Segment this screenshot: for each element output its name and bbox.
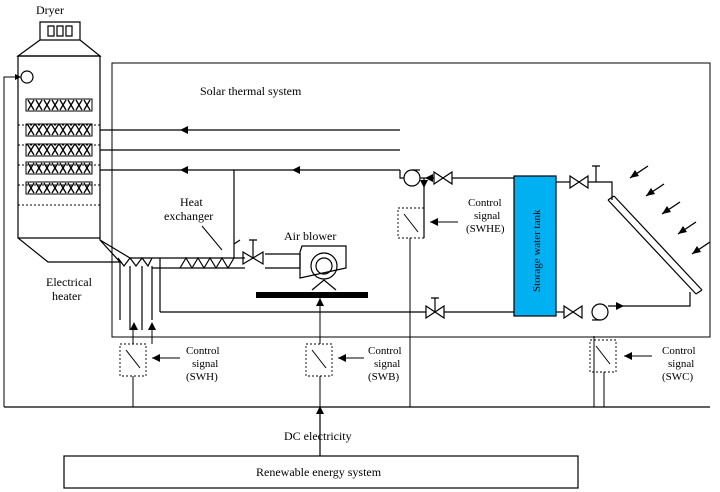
heat-exchanger-valve [242,239,264,266]
sun-ray-arrowhead [692,246,701,254]
svg-text:(SWB): (SWB) [368,371,400,383]
solar-collector [607,165,711,295]
heat-exchanger [179,239,241,270]
svg-text:signal: signal [474,210,500,222]
solar-system-boundary [111,62,711,338]
heat-exchanger-label-2: exchanger [164,209,213,223]
sun-ray-arrowhead [678,226,687,234]
electrical-heater-label-1: Electrical [46,275,93,289]
dc-electricity-label: DC electricity [284,429,352,443]
svg-text:signal: signal [374,358,400,370]
storage-tank-label: Storage water tank [531,209,543,292]
dryer: Dryer [16,3,122,263]
solar-system-label: Solar thermal system [200,84,302,98]
dryer-tray [25,98,93,112]
svg-text:Control: Control [368,345,402,357]
swh-signal-label: Control signal (SWH) [186,345,220,383]
svg-text:Control: Control [468,197,502,209]
dryer-trays [25,98,93,195]
electrical-heater-label-2: heater [52,289,81,303]
renewable-energy-label: Renewable energy system [256,465,382,479]
hot-water-pump [403,169,421,187]
storage-water-tank: Storage water tank [513,175,557,317]
swc-signal-label: Control signal (SWC) [662,345,696,383]
svg-text:Control: Control [186,345,220,357]
air-blower [256,245,368,298]
tank-inlet-valve [425,170,453,186]
svg-text:signal: signal [668,358,694,370]
swhe-signal-label: Control signal (SWHE) [466,197,505,235]
dryer-tray [25,143,93,157]
dryer-tray [25,123,93,137]
dryer-label: Dryer [36,3,64,17]
collector-inlet-valve [569,174,589,190]
svg-text:(SWHE): (SWHE) [466,223,505,235]
return-valve [425,297,445,320]
sun-ray-arrowhead [630,170,639,178]
svg-text:Control: Control [662,345,696,357]
renewable-energy-box [63,455,579,489]
dryer-tray [25,161,93,175]
svg-text:signal: signal [192,358,218,370]
air-blower-label: Air blower [284,229,336,243]
svg-text:(SWC): (SWC) [662,371,694,383]
dryer-tray [25,181,93,195]
collector-return-valve [563,304,583,320]
sun-ray-arrowhead [646,188,655,196]
collector-pump [591,303,609,321]
electrical-heater-coil [117,257,153,330]
svg-text:(SWH): (SWH) [186,371,218,383]
swb-signal-label: Control signal (SWB) [368,345,402,383]
heat-exchanger-label-1: Heat [180,195,203,209]
sun-ray-arrowhead [662,206,671,214]
